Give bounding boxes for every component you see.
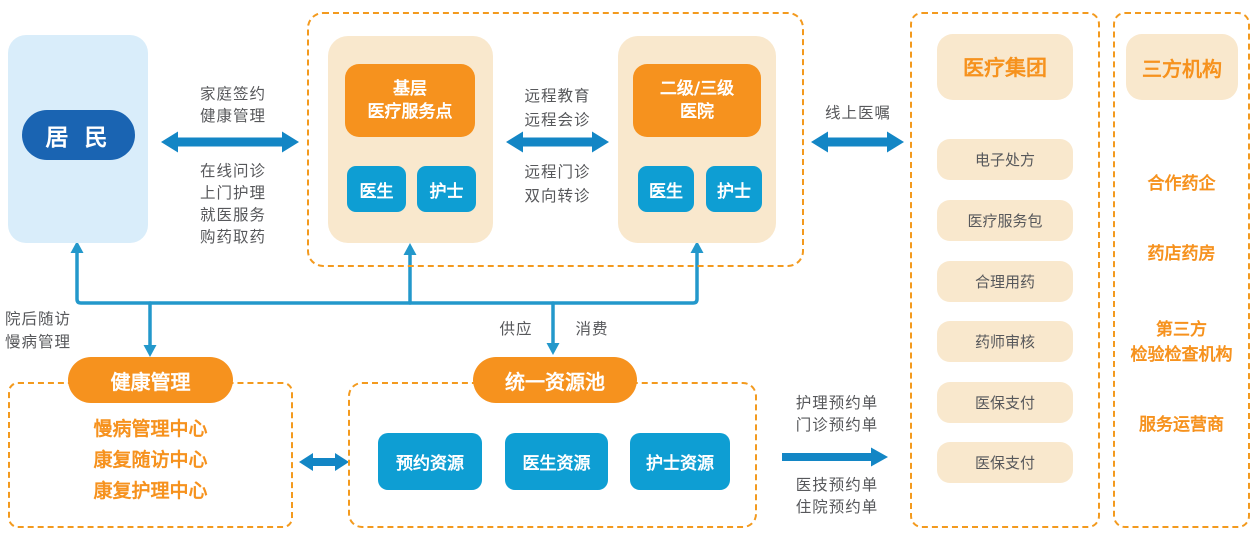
health-mgmt-pill: 健康管理 <box>68 357 233 403</box>
resource-pool-title: 统一资源池 <box>505 369 605 394</box>
residents-label: 居 民 <box>45 125 112 151</box>
hospital-pill: 二级/三级 医院 <box>633 64 761 137</box>
label-online-order: 线上医嘱 <box>824 104 891 122</box>
primary-doctor-label: 医生 <box>359 181 394 202</box>
label-supply: 供应 <box>499 320 533 338</box>
primary-site-title: 基层 医疗服务点 <box>367 78 453 122</box>
third-party-title: 三方机构 <box>1142 56 1222 81</box>
connector-arrowheads-icon <box>70 241 704 357</box>
health-mgmt-title: 健康管理 <box>110 369 191 394</box>
connector-lines-icon <box>75 245 699 350</box>
medical-group-item: 合理用药 <box>937 261 1073 302</box>
third-party-item: 合作药企 <box>1147 174 1216 194</box>
double-arrow-healthmgmt-pool-icon <box>299 453 349 471</box>
medical-sites-container <box>307 12 804 267</box>
resource-box: 护士资源 <box>630 433 730 490</box>
primary-site-pill: 基层 医疗服务点 <box>345 64 475 137</box>
label-remote-clinic: 远程门诊 双向转诊 <box>524 163 591 205</box>
resource-box: 预约资源 <box>378 433 482 490</box>
hospital-doctor-label: 医生 <box>649 181 683 202</box>
label-consume: 消费 <box>575 320 609 338</box>
primary-doctor-box: 医生 <box>347 166 406 212</box>
double-arrow-primary-hospital-icon <box>506 131 609 153</box>
label-online-services: 在线问诊 上门护理 就医服务 购药取药 <box>199 162 266 246</box>
label-orders-lower: 医技预约单 住院预约单 <box>795 476 879 516</box>
third-party-pill: 三方机构 <box>1126 34 1238 100</box>
resource-pool-pill: 统一资源池 <box>473 357 637 403</box>
label-remote-education: 远程教育 远程会诊 <box>524 87 591 129</box>
hospital-nurse-box: 护士 <box>706 166 762 212</box>
hospital-nurse-label: 护士 <box>717 181 751 202</box>
medical-group-item: 医疗服务包 <box>937 200 1073 241</box>
medical-group-panel <box>910 12 1100 528</box>
primary-nurse-box: 护士 <box>417 166 476 212</box>
medical-group-item: 医保支付 <box>937 382 1073 423</box>
label-orders-upper: 护理预约单 门诊预约单 <box>795 394 879 434</box>
third-party-panel <box>1113 12 1250 528</box>
third-party-item: 服务运营商 <box>1139 415 1224 435</box>
health-mgmt-centers: 慢病管理中心 康复随访中心 康复护理中心 <box>93 418 208 502</box>
double-arrow-residents-primary-icon <box>161 131 299 153</box>
medical-group-title: 医疗集团 <box>963 56 1047 80</box>
medical-group-item: 药师审核 <box>937 321 1073 362</box>
third-party-item: 第三方 检验检查机构 <box>1130 320 1233 365</box>
resource-box: 医生资源 <box>505 433 608 490</box>
primary-nurse-label: 护士 <box>429 181 464 202</box>
arrow-pool-group-icon <box>782 447 888 467</box>
third-party-item: 药店药房 <box>1147 244 1216 264</box>
medical-group-item: 医保支付 <box>937 442 1073 483</box>
label-family-sign: 家庭签约 健康管理 <box>199 85 266 125</box>
hospital-title: 二级/三级 医院 <box>659 78 735 122</box>
label-post-hospital: 院后随访 慢病管理 <box>5 310 72 351</box>
medical-group-pill: 医疗集团 <box>937 34 1073 100</box>
hospital-doctor-box: 医生 <box>638 166 694 212</box>
residents-pill: 居 民 <box>22 110 135 160</box>
medical-group-item: 电子处方 <box>937 139 1073 180</box>
double-arrow-hospital-group-icon <box>811 131 904 153</box>
